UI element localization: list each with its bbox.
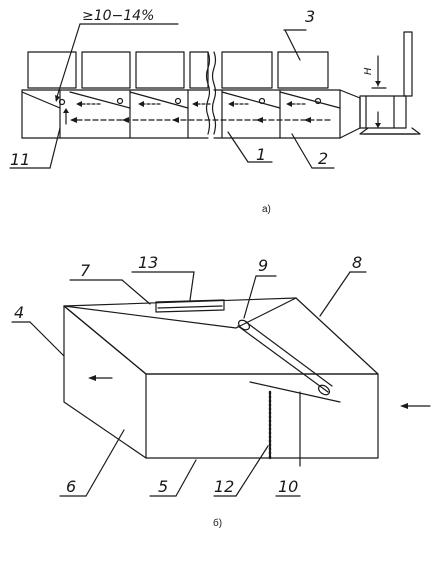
airflow-out-arrow xyxy=(88,375,113,381)
part-label-2: 2 xyxy=(318,149,328,168)
upper-tray xyxy=(27,51,77,89)
lower-arrowheads xyxy=(70,117,311,123)
chimney xyxy=(403,31,413,97)
valve-icon xyxy=(314,97,322,105)
valve-icon xyxy=(116,97,124,105)
drying-channel xyxy=(21,89,341,139)
part-label-6: 6 xyxy=(66,477,76,496)
upper-tray xyxy=(221,51,273,89)
transition-duct xyxy=(339,89,361,139)
part-label-8: 8 xyxy=(352,253,362,272)
upper-tray xyxy=(135,51,185,89)
part-label-13: 13 xyxy=(138,253,158,272)
slope-callout: ≥10−14% xyxy=(55,8,179,102)
figure-b-leaders xyxy=(11,271,367,497)
percent-label: ≥10−14% xyxy=(82,8,154,24)
heater-unit xyxy=(359,31,421,135)
upper-tray xyxy=(81,51,131,89)
valve-icon xyxy=(174,97,182,105)
valve-icon xyxy=(58,98,66,106)
caption-b: б) xyxy=(213,517,222,529)
part-label-4: 4 xyxy=(14,303,24,322)
airflow-in-arrow xyxy=(400,403,431,409)
part-label-5: 5 xyxy=(158,477,168,496)
part-label-10: 10 xyxy=(278,477,298,496)
figure-a-leaders xyxy=(9,29,335,169)
exit-arrow xyxy=(63,108,69,125)
part-label-7: 7 xyxy=(80,261,91,280)
upper-tray-partial xyxy=(189,51,209,89)
part-label-12: 12 xyxy=(214,477,234,496)
break-lines xyxy=(205,51,217,135)
upper-tray-row xyxy=(27,51,329,89)
hatch-13 xyxy=(155,299,225,313)
damper-rod xyxy=(237,319,341,467)
part-label-11: 11 xyxy=(10,150,30,169)
part-label-9: 9 xyxy=(258,256,268,275)
figure-a: H ≥10−14% 3 11 1 2 а) xyxy=(9,7,421,215)
upper-arrowheads xyxy=(76,101,292,107)
dim-label-h: H xyxy=(363,67,374,75)
figure-b: 7 13 9 8 4 6 5 12 10 б) xyxy=(11,253,431,529)
caption-a: а) xyxy=(262,204,271,215)
valve-icon xyxy=(258,97,266,105)
part-label-1: 1 xyxy=(256,145,266,164)
part-label-3: 3 xyxy=(305,7,315,26)
upper-tray xyxy=(277,51,329,89)
dimension-h: H xyxy=(363,55,387,129)
